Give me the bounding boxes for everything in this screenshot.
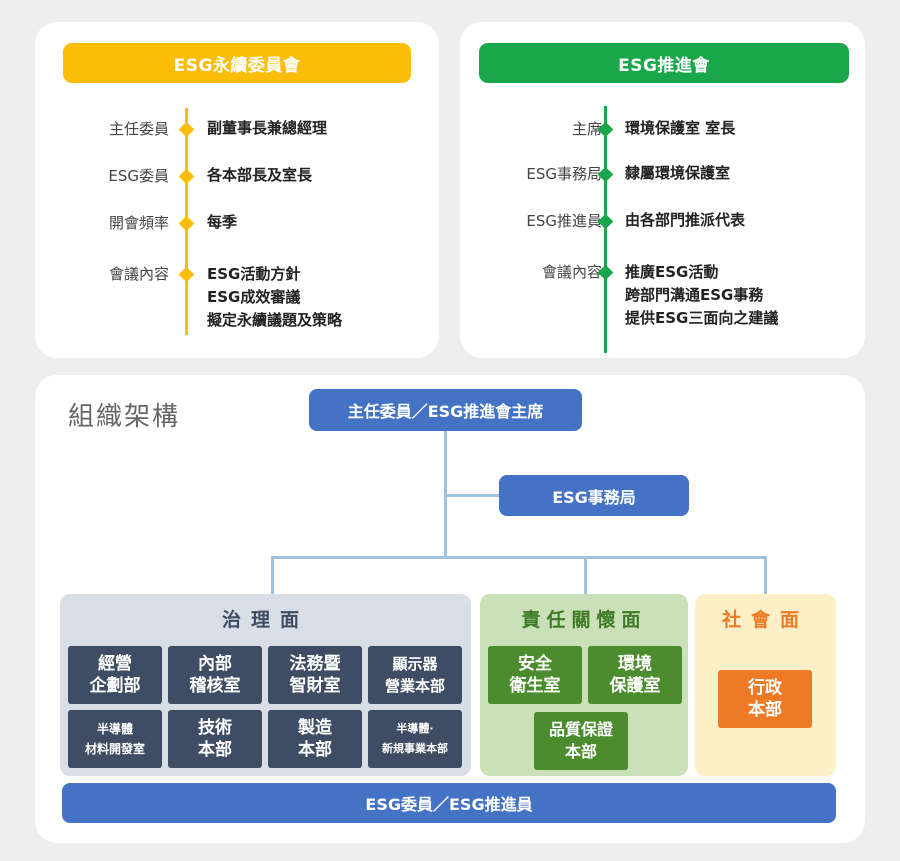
promotion-timeline [604, 106, 607, 353]
org-unit: 內部 稽核室 [168, 646, 262, 704]
promotion-row-content: 會議內容 推廣ESG活動 跨部門溝通ESG事務 提供ESG三面向之建議 [541, 263, 779, 327]
promotion-row-office: ESG事務局 隸屬環境保護室 [526, 164, 731, 183]
org-unit: 安全 衛生室 [488, 646, 582, 704]
org-unit: 製造 本部 [268, 710, 362, 768]
committee-card: ESG永續委員會 主任委員 副董事長兼總經理 ESG委員 各本部長及室長 開會頻… [35, 22, 439, 358]
esg-office-box: ESG事務局 [499, 475, 689, 516]
diamond-icon [178, 266, 195, 283]
connector-responsibility [584, 556, 587, 596]
promotion-row-promoters: ESG推進員 由各部門推派代表 [526, 211, 746, 230]
connector-governance [271, 556, 274, 596]
org-unit: 顯示器 營業本部 [368, 646, 462, 704]
committee-row-members: ESG委員 各本部長及室長 [108, 166, 313, 185]
social-title: 社會面 [721, 609, 809, 631]
org-unit: 半導體 材料開發室 [68, 710, 162, 768]
diamond-icon [178, 168, 195, 185]
org-unit: 技術 本部 [168, 710, 262, 768]
promotion-row-chair: 主席 環境保護室 室長 [571, 119, 736, 138]
org-unit: 品質保證 本部 [534, 712, 628, 770]
committee-row-content: 會議內容 ESG活動方針 ESG成效審議 擬定永續議題及策略 [108, 265, 343, 329]
org-unit: 法務暨 智財室 [268, 646, 362, 704]
connector-social [764, 556, 767, 596]
responsibility-title: 責任關懷面 [521, 609, 647, 631]
connector-office [446, 494, 502, 497]
committee-row-frequency: 開會頻率 每季 [108, 213, 238, 232]
diamond-icon [178, 121, 195, 138]
top-chair-box: 主任委員／ESG推進會主席 [309, 389, 582, 431]
org-unit: 經營 企劃部 [68, 646, 162, 704]
org-unit: 環境 保護室 [588, 646, 682, 704]
connector-trunk [444, 426, 447, 558]
org-title: 組織架構 [68, 402, 181, 432]
governance-title: 治理面 [221, 609, 309, 631]
promotion-title: ESG推進會 [479, 43, 849, 83]
committee-row-chair: 主任委員 副董事長兼總經理 [108, 119, 328, 138]
committee-title: ESG永續委員會 [63, 43, 411, 83]
diamond-icon [178, 215, 195, 232]
bottom-members-bar: ESG委員／ESG推進員 [62, 783, 836, 823]
org-unit: 行政 本部 [718, 670, 812, 728]
promotion-card: ESG推進會 主席 環境保護室 室長 ESG事務局 隸屬環境保護室 ESG推進員… [460, 22, 865, 358]
connector-horizontal [272, 556, 767, 559]
org-unit: 半導體· 新規事業本部 [368, 710, 462, 768]
